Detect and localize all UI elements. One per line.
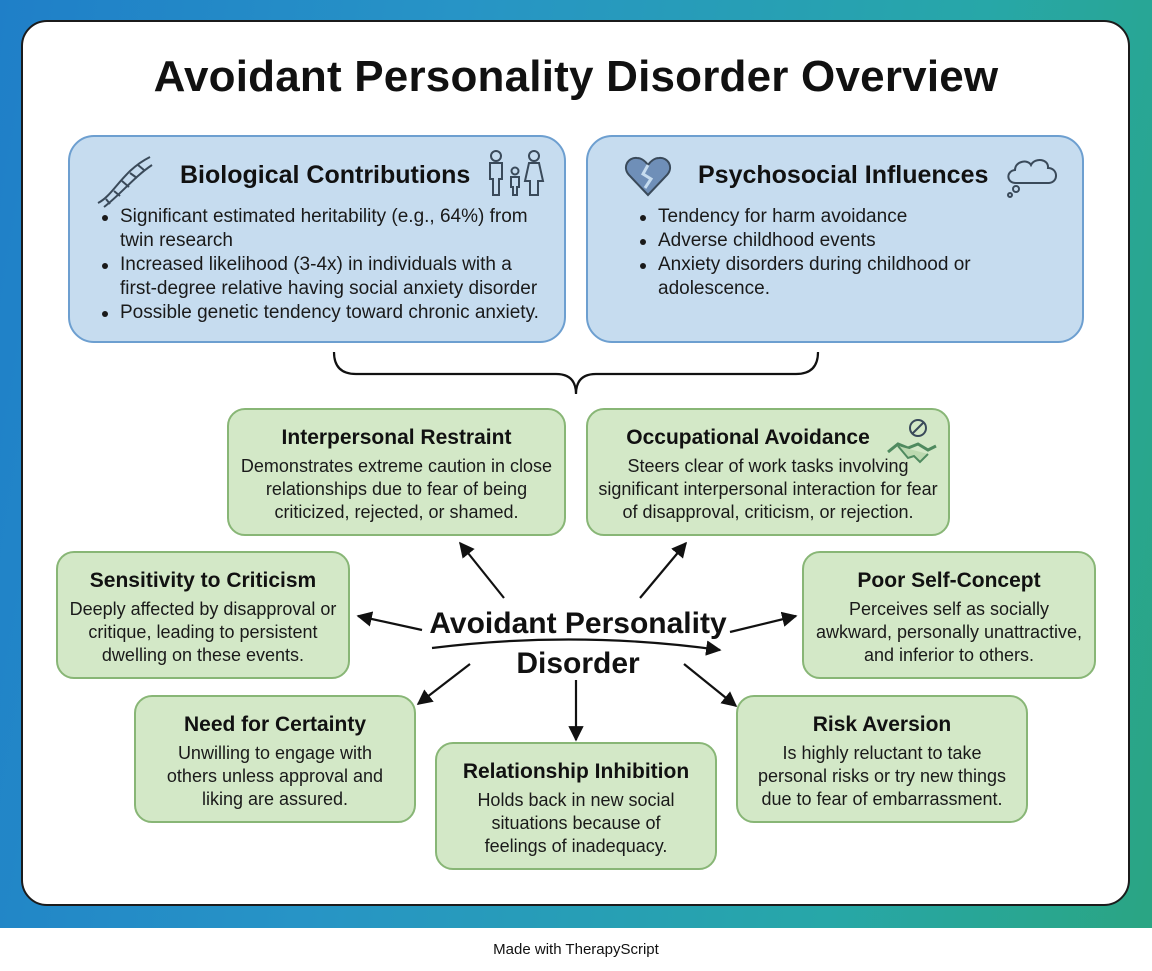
trait-description: Deeply affected by disapproval or critiq… — [69, 599, 337, 665]
list-item: Possible genetic tendency toward chronic… — [100, 301, 550, 325]
list-item: Adverse childhood events — [638, 229, 1058, 253]
list-item: Increased likelihood (3-4x) in individua… — [100, 253, 550, 301]
psychosocial-bullet-list: Tendency for harm avoidance Adverse chil… — [638, 205, 1058, 301]
arrow-to-occupational-avoidance — [639, 541, 687, 599]
relationship-inhibition-box: Relationship Inhibition Holds back in ne… — [435, 742, 717, 870]
footer-credit: Made with TherapyScript — [493, 941, 659, 958]
biological-bullet-list: Significant estimated heritability (e.g.… — [100, 205, 550, 325]
handshake-icon — [887, 419, 937, 464]
need-for-certainty-box: Need for Certainty Unwilling to engage w… — [134, 695, 416, 823]
trait-description: Steers clear of work tasks involving sig… — [598, 456, 938, 522]
list-item: Significant estimated heritability (e.g.… — [100, 205, 550, 253]
trait-heading: Interpersonal Restraint — [281, 426, 512, 449]
center-label-line-2: Disorder — [516, 647, 640, 680]
sensitivity-to-criticism-box: Sensitivity to Criticism Deeply affected… — [56, 551, 350, 679]
list-item: Anxiety disorders during childhood or ad… — [638, 253, 1058, 301]
trait-description: Is highly reluctant to take personal ris… — [757, 743, 1007, 809]
risk-aversion-box: Risk Aversion Is highly reluctant to tak… — [736, 695, 1028, 823]
center-swoosh-arrow — [431, 638, 722, 656]
trait-heading: Relationship Inhibition — [462, 760, 690, 783]
poor-self-concept-box: Poor Self-Concept Perceives self as soci… — [802, 551, 1096, 679]
arrow-to-sensitivity-to-criticism — [356, 611, 423, 632]
biological-heading: Biological Contributions — [180, 161, 471, 189]
trait-description: Demonstrates extreme caution in close re… — [240, 456, 553, 522]
trait-heading: Poor Self-Concept — [857, 569, 1041, 592]
list-item: Tendency for harm avoidance — [638, 205, 1058, 229]
psychosocial-heading: Psychosocial Influences — [698, 161, 989, 189]
family-icon — [489, 150, 545, 196]
arrow-to-interpersonal-restraint — [459, 541, 505, 599]
psychosocial-influences-box: Psychosocial Influences Tendency for har… — [586, 135, 1084, 343]
trait-heading: Occupational Avoidance — [626, 426, 870, 449]
center-label: Avoidant Personality Disorder — [418, 604, 738, 684]
thought-cloud-icon — [1007, 159, 1057, 198]
trait-heading: Need for Certainty — [183, 713, 367, 736]
diagram-title: Avoidant Personality Disorder Overview — [153, 52, 999, 101]
arrow-to-risk-aversion — [683, 663, 738, 707]
trait-heading: Risk Aversion — [812, 713, 952, 736]
trait-heading: Sensitivity to Criticism — [89, 569, 317, 592]
trait-description: Holds back in new social situations beca… — [477, 790, 675, 856]
occupational-avoidance-box: Occupational Avoidance Steers clear of w… — [586, 408, 950, 536]
broken-heart-icon — [625, 156, 671, 197]
arrow-to-need-for-certainty — [416, 663, 471, 705]
interpersonal-restraint-box: Interpersonal Restraint Demonstrates ext… — [227, 408, 566, 536]
trait-description: Unwilling to engage with others unless a… — [166, 743, 384, 809]
center-label-line-1: Avoidant Personality — [429, 607, 727, 640]
dna-icon — [97, 156, 153, 208]
arrow-to-poor-self-concept — [729, 611, 798, 634]
biological-contributions-box: Biological Contributions Significant est… — [68, 135, 566, 343]
trait-description: Perceives self as socially awkward, pers… — [815, 599, 1083, 665]
curly-brace — [332, 351, 820, 395]
